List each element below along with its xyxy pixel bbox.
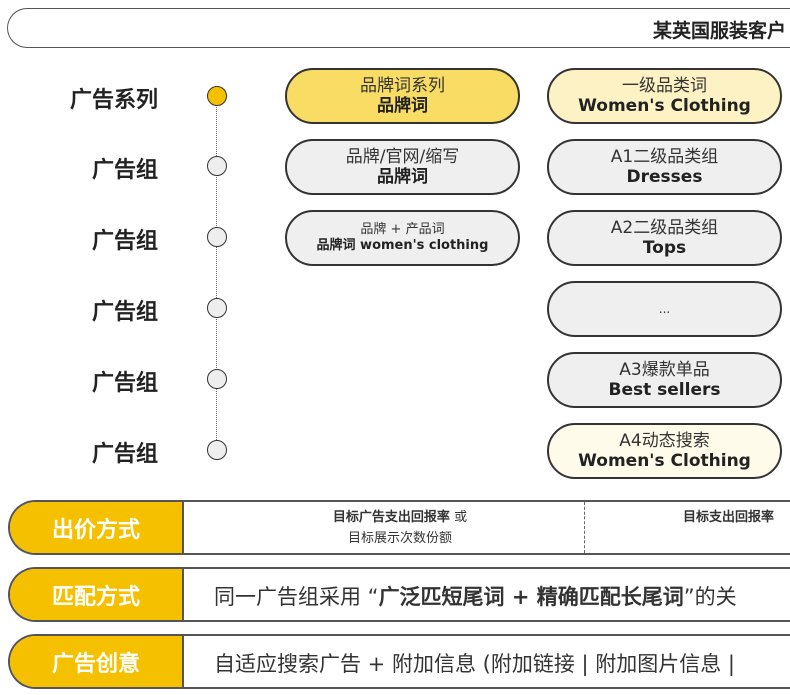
timeline-dot xyxy=(207,369,227,389)
ellipsis-adgroup-pill: ... xyxy=(547,281,782,337)
pill-title: Women's Clothing xyxy=(578,451,751,471)
creative-row: 广告创意 自适应搜索广告 + 附加信息 (附加链接 | 附加图片信息 | xyxy=(8,634,790,689)
timeline-dot xyxy=(207,227,227,247)
brand-campaign-pill: 品牌词系列品牌词 xyxy=(285,68,520,124)
brand-product-adgroup-pill: 品牌 + 产品词品牌词 women's clothing xyxy=(285,210,520,266)
brand-adgroup-pill: 品牌/官网/缩写品牌词 xyxy=(285,139,520,195)
bidding-option-2-main: 目标支出回报率 xyxy=(683,510,775,525)
pill-subtitle: ... xyxy=(658,301,671,316)
timeline-dot-campaign xyxy=(207,86,227,106)
match-text-bold: 广泛匹短尾词 + 精确匹配长尾词 xyxy=(378,585,684,609)
bidding-option-1: 目标广告支出回报率 或目标展示次数份额 xyxy=(310,508,490,550)
level-label-adgroup: 广告组 xyxy=(91,371,158,396)
bidding-option-1-alt: 目标展示次数份额 xyxy=(347,530,452,546)
match-text: 同一广告组采用 “广泛匹短尾词 + 精确匹配长尾词”的关 xyxy=(214,581,737,611)
match-text-pre: 同一广告组采用 “ xyxy=(214,585,379,609)
bidding-option-1-main: 目标广告支出回报率 xyxy=(332,510,450,525)
pill-title: 品牌词 xyxy=(377,167,428,187)
timeline-dot xyxy=(207,298,227,318)
pill-title: Best sellers xyxy=(608,380,721,400)
column-divider xyxy=(584,502,585,553)
match-text-post: ”的关 xyxy=(683,585,737,609)
bidding-option-2: 目标支出回报率 xyxy=(683,508,783,529)
title-bar: 某英国服装客户 xyxy=(7,8,790,48)
match-row: 匹配方式 同一广告组采用 “广泛匹短尾词 + 精确匹配长尾词”的关 xyxy=(8,567,790,622)
match-label: 匹配方式 xyxy=(10,569,184,620)
bidding-or: 或 xyxy=(449,510,468,525)
pill-title: Tops xyxy=(642,238,687,258)
pill-title: 品牌词 women's clothing xyxy=(316,238,489,253)
timeline-dot xyxy=(207,440,227,460)
level-label-adgroup: 广告组 xyxy=(91,442,158,467)
pill-subtitle: A2二级品类组 xyxy=(610,217,719,238)
page-title: 某英国服装客户 xyxy=(652,20,786,42)
pill-subtitle: 一级品类词 xyxy=(622,75,707,96)
level-label-adgroup: 广告组 xyxy=(91,158,158,183)
pill-subtitle: 品牌/官网/缩写 xyxy=(345,146,460,167)
timeline-connector xyxy=(216,107,217,452)
pill-subtitle: A4动态搜索 xyxy=(619,430,710,451)
pill-title: Dresses xyxy=(626,167,703,187)
bidding-row: 出价方式 目标广告支出回报率 或目标展示次数份额 目标支出回报率 xyxy=(8,500,790,555)
pill-subtitle: A3爆款单品 xyxy=(619,359,710,380)
pill-subtitle: 品牌词系列 xyxy=(360,75,445,96)
bidding-label: 出价方式 xyxy=(10,502,184,553)
level-label-adgroup: 广告组 xyxy=(91,229,158,254)
pill-subtitle: A1二级品类组 xyxy=(610,146,719,167)
pill-title: 品牌词 xyxy=(377,96,428,116)
creative-label: 广告创意 xyxy=(10,636,184,687)
creative-text: 自适应搜索广告 + 附加信息 (附加链接 | 附加图片信息 | xyxy=(214,652,735,676)
timeline-dot xyxy=(207,156,227,176)
pill-title: Women's Clothing xyxy=(578,96,751,116)
level-label-campaign: 广告系列 xyxy=(69,88,158,113)
level-label-adgroup: 广告组 xyxy=(91,300,158,325)
pill-subtitle: 品牌 + 产品词 xyxy=(360,222,445,238)
